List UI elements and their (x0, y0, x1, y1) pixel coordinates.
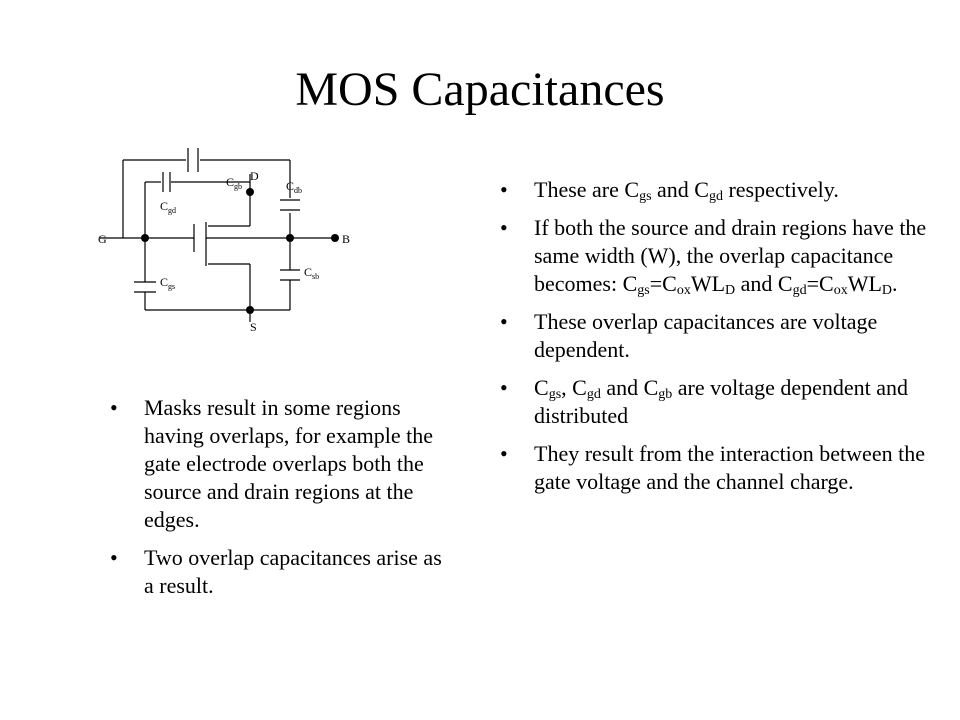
label-g: G (98, 232, 107, 246)
node-gate (141, 234, 149, 242)
label-d: D (250, 169, 259, 183)
label-b: B (342, 232, 350, 246)
label-s: S (250, 320, 257, 334)
bullet-interaction: They result from the interaction between… (498, 440, 928, 496)
label-cgs: Cgs (160, 275, 175, 291)
right-bullet-list: These are Cgs and Cgd respectively. If b… (498, 176, 928, 506)
slide-title: MOS Capacitances (295, 63, 665, 116)
node-body (286, 234, 294, 242)
left-bullet-list: Masks result in some regions having over… (108, 394, 448, 610)
bullet-distributed: Cgs, Cgd and Cgb are voltage dependent a… (498, 374, 928, 430)
bullet-masks-overlap: Masks result in some regions having over… (108, 394, 448, 534)
label-cdb: Cdb (286, 179, 302, 195)
label-csb: Csb (304, 265, 319, 281)
bullet-voltage-dependent: These overlap capacitances are voltage d… (498, 308, 928, 364)
node-drain (246, 188, 254, 196)
node-body-terminal (331, 234, 339, 242)
label-cgb: Cgb (226, 175, 242, 191)
bullet-two-overlap: Two overlap capacitances arise as a resu… (108, 544, 448, 600)
bullet-cgs-cgd: These are Cgs and Cgd respectively. (498, 176, 928, 204)
node-source (246, 306, 254, 314)
label-cgd: Cgd (160, 199, 176, 215)
mos-capacitance-circuit: G D S B Cgd Cgb Cdb Csb Cgs (98, 148, 350, 334)
bullet-overlap-formula: If both the source and drain regions hav… (498, 214, 928, 298)
